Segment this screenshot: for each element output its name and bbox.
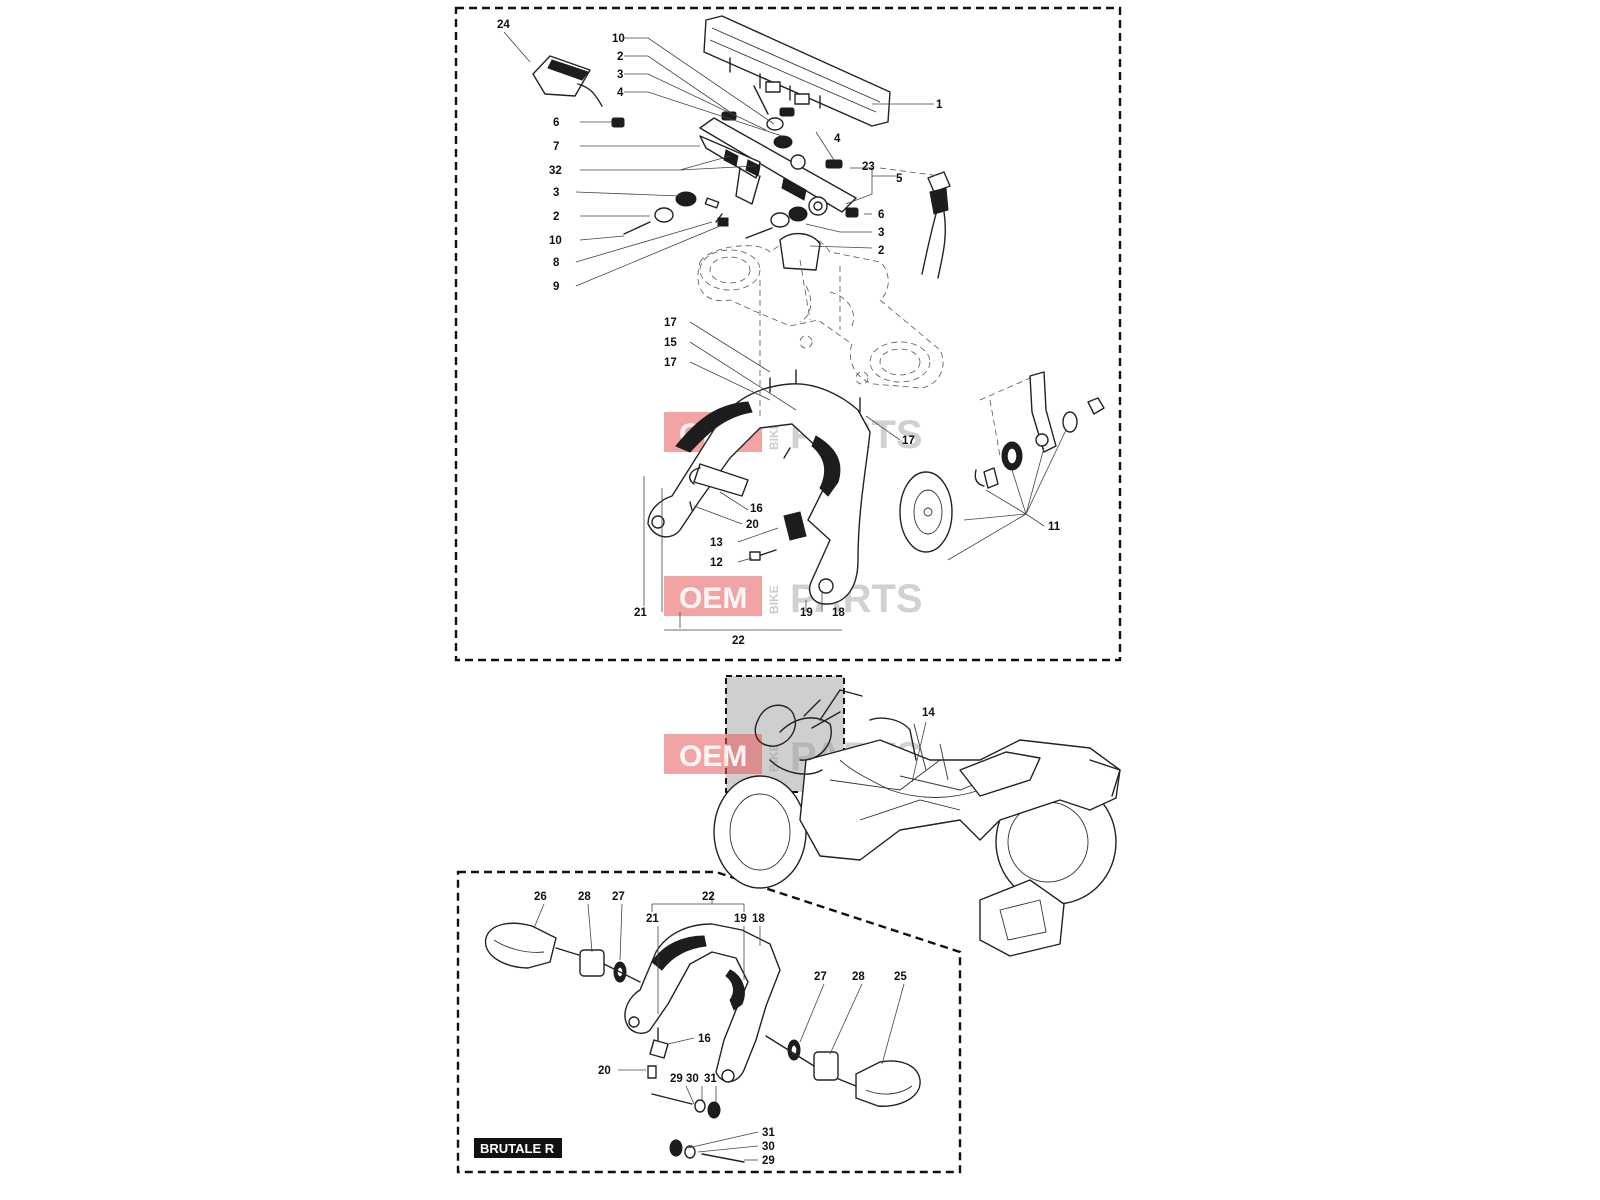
callout-label: 19 (734, 913, 747, 925)
callout-label: 3 (553, 187, 559, 199)
callout-label: 3 (617, 69, 623, 81)
callout-label: 2 (617, 51, 623, 63)
bottom-assembly-frame (456, 870, 962, 1174)
callout-label: 1 (936, 99, 943, 111)
callout-label: 14 (922, 707, 935, 719)
callout-label: 25 (894, 971, 907, 983)
hardware-icon (647, 1065, 745, 1163)
callout-label: 17 (664, 317, 677, 329)
callout-label: 5 (896, 173, 903, 185)
callout-label: 28 (578, 891, 591, 903)
callout-label: 9 (553, 281, 559, 293)
callout-label: 26 (534, 891, 547, 903)
turn-signal-icon (765, 1035, 921, 1107)
callout-label: 32 (549, 165, 562, 177)
callout-label: 15 (664, 337, 677, 349)
callout-label: 21 (646, 913, 659, 925)
callout-label: 7 (553, 141, 559, 153)
leader-lines-bottom (533, 894, 905, 1161)
inset-detail-icon (754, 699, 841, 775)
callout-label: 17 (664, 357, 677, 369)
callout-label: 30 (686, 1073, 699, 1085)
watermark-vertical: BIKE (767, 743, 781, 772)
callout-label: 2 (878, 245, 884, 257)
callout-label: 2 (553, 211, 559, 223)
callout-label: 20 (746, 519, 759, 531)
headlight-bracket-icon (624, 923, 781, 1083)
callout-label: 10 (549, 235, 562, 247)
callout-label: 21 (634, 607, 647, 619)
callout-label: 29 (762, 1155, 775, 1167)
callout-label: 29 (670, 1073, 683, 1085)
callout-label: 20 (598, 1065, 611, 1077)
callout-label: 4 (834, 133, 841, 145)
callout-label: 6 (878, 209, 884, 221)
dashboard-instrument-icon (703, 15, 891, 127)
connector-icon (532, 55, 603, 107)
motorcycle-frame-icon (713, 689, 1121, 957)
callout-label: 8 (553, 257, 560, 269)
watermark-vertical: BIKE (767, 585, 781, 614)
horn-icon (899, 371, 1105, 553)
callout-label: 24 (497, 19, 510, 31)
callout-label: 6 (553, 117, 559, 129)
hardware-icon (611, 85, 859, 239)
leader-line-14 (911, 721, 927, 783)
leader-lines-top (503, 31, 1067, 631)
callout-label: 10 (612, 33, 625, 45)
watermark-vertical: BIKE (767, 421, 781, 450)
callout-label: 22 (732, 635, 745, 647)
callout-label: 3 (878, 227, 884, 239)
callout-label: 22 (702, 891, 715, 903)
watermark-2: OEM BIKE PARTS (664, 576, 923, 621)
variant-badge-label: BRUTALE R (480, 1141, 555, 1156)
callout-label: 18 (752, 913, 765, 925)
callout-label: 13 (710, 537, 723, 549)
callout-label: 30 (762, 1141, 775, 1153)
callout-label: 12 (710, 557, 723, 569)
callout-label: 16 (698, 1033, 711, 1045)
callout-label: 16 (750, 503, 763, 515)
fork-crown-icon (697, 233, 944, 389)
callout-label: 28 (852, 971, 865, 983)
headlight-bracket-icon (647, 369, 871, 605)
dashboard-bracket-icon (699, 117, 857, 216)
callout-label: 18 (832, 607, 845, 619)
cable-connector-icon (921, 171, 951, 279)
callout-label: 11 (1048, 521, 1061, 533)
watermark-brand: OEM (679, 582, 747, 615)
callout-label: 27 (814, 971, 827, 983)
callout-label: 19 (800, 607, 813, 619)
callout-label: 31 (762, 1127, 775, 1139)
variant-badge: BRUTALE R (474, 1138, 562, 1158)
turn-signal-icon (484, 922, 641, 983)
callout-label: 27 (612, 891, 625, 903)
callout-label: 4 (617, 87, 624, 99)
callouts-middle: 14 (922, 707, 935, 719)
watermark-brand: OEM (679, 740, 747, 773)
callout-label: 17 (902, 435, 915, 447)
callout-label: 31 (704, 1073, 717, 1085)
top-assembly-frame (454, 6, 1122, 662)
callout-label: 23 (862, 161, 875, 173)
